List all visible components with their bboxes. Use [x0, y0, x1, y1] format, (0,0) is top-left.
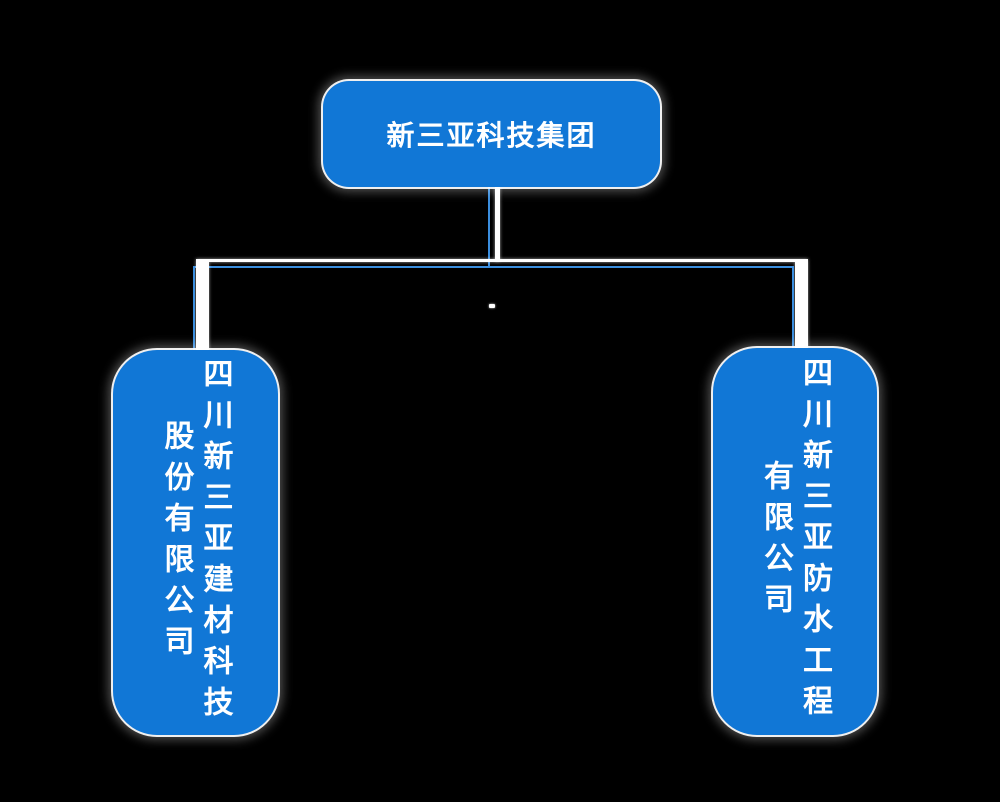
org-node-child-right-label: 四川新三亚防水工程 有限公司: [756, 357, 834, 726]
org-node-child-left-label: 四川新三亚建材科技 股份有限公司: [157, 358, 235, 727]
child-right-column-1: 四川新三亚防水工程: [798, 357, 831, 726]
connector-drop-left-accent: [193, 266, 195, 352]
connector-horizontal: [196, 259, 808, 262]
org-node-root[interactable]: 新三亚科技集团: [323, 81, 660, 187]
child-right-column-2: 有限公司: [759, 459, 792, 624]
child-left-column-1: 四川新三亚建材科技: [198, 358, 232, 727]
org-node-child-left[interactable]: 四川新三亚建材科技 股份有限公司: [113, 350, 278, 735]
connector-drop-left: [196, 262, 209, 352]
connector-stem-accent: [488, 186, 490, 268]
org-node-child-right[interactable]: 四川新三亚防水工程 有限公司: [713, 348, 877, 735]
connector-stem: [495, 186, 500, 261]
connector-dot: [489, 304, 495, 308]
child-left-column-2: 股份有限公司: [159, 419, 193, 666]
connector-drop-right: [795, 262, 808, 350]
org-node-root-label: 新三亚科技集团: [386, 120, 597, 151]
connector-horizontal-accent: [193, 266, 794, 268]
connector-drop-right-accent: [792, 266, 794, 350]
